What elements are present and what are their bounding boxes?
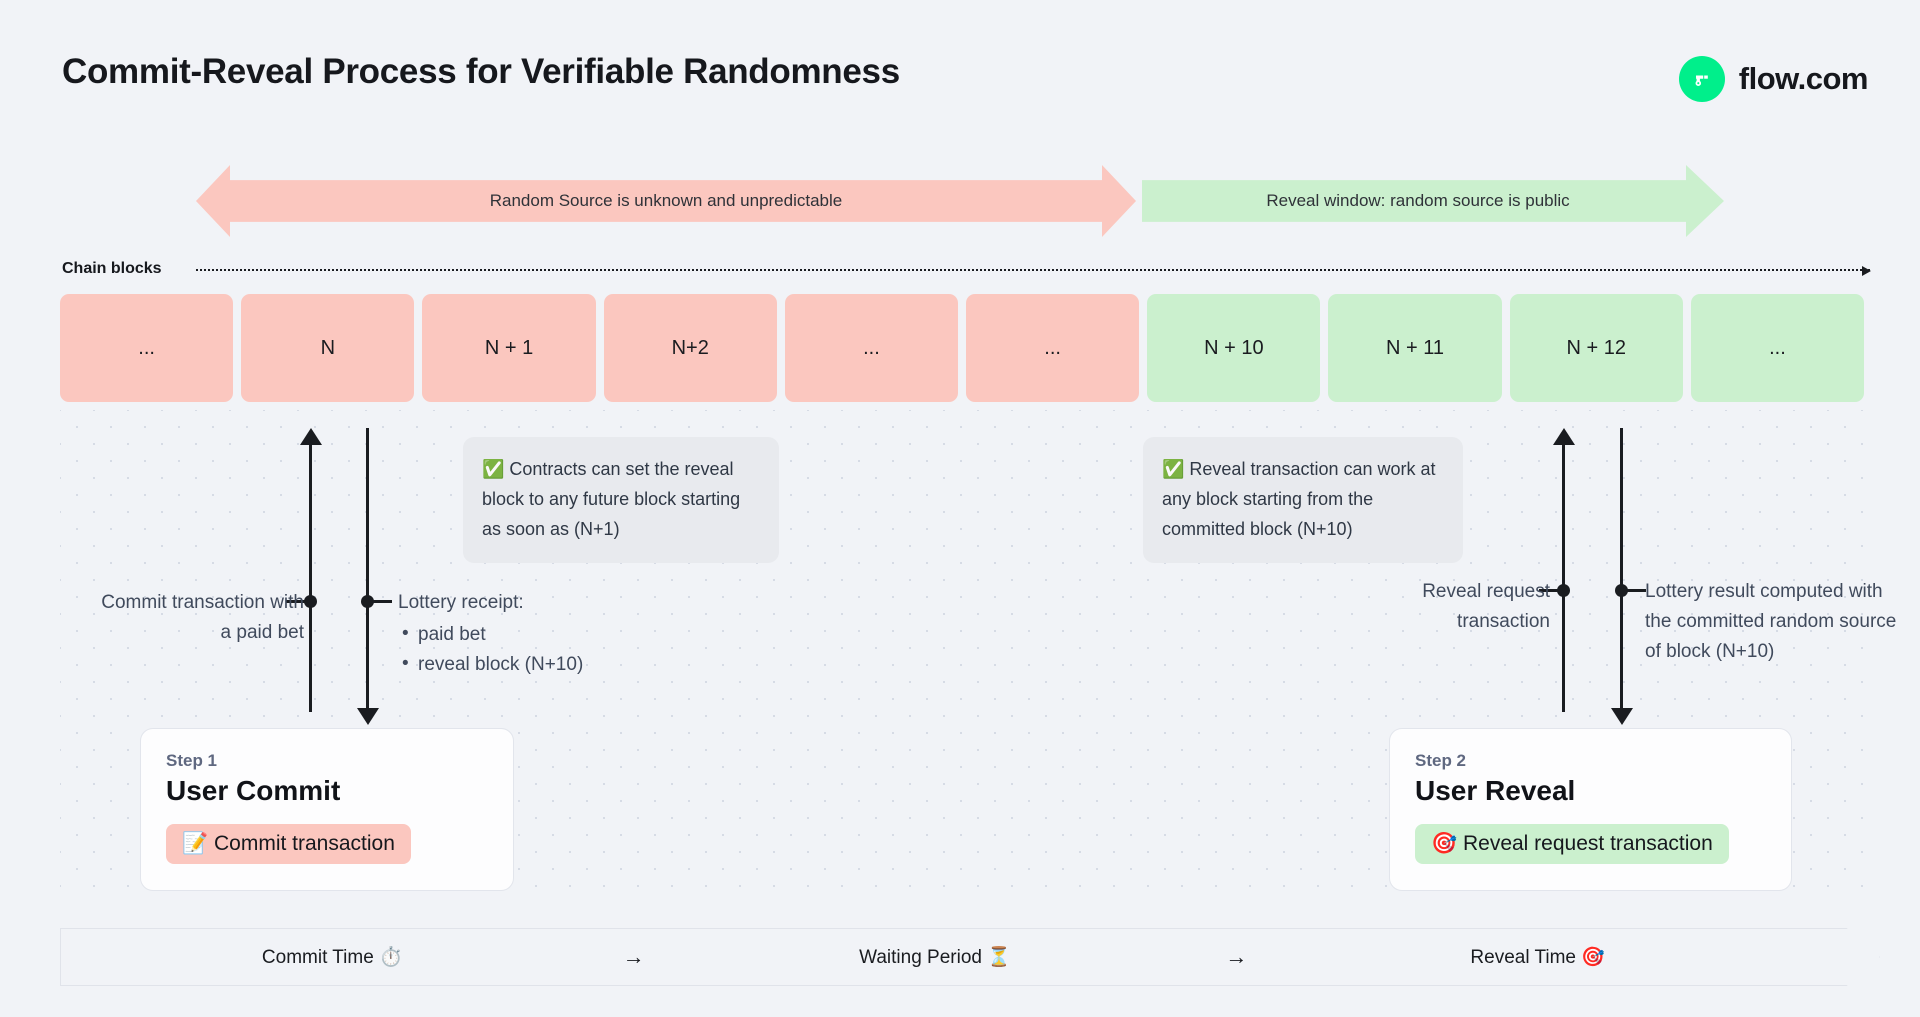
chain-blocks-label: Chain blocks [62, 260, 162, 277]
timeline-phase-strip: Commit Time ⏱️ → Waiting Period ⏳ → Reve… [60, 928, 1880, 986]
commit-transaction-chip[interactable]: 📝 Commit transaction [166, 824, 411, 864]
commit-connector-dot [304, 595, 317, 608]
step-card-user-reveal: Step 2 User Reveal 🎯 Reveal request tran… [1389, 728, 1792, 891]
lottery-result-arrow-head-icon [1611, 708, 1633, 725]
annotation-commit-transaction: Commit transaction with a paid bet [101, 592, 304, 643]
phase-banner-unknown: Random Source is unknown and unpredictab… [196, 165, 1136, 237]
reveal-request-arrow-head-icon [1553, 428, 1575, 445]
receipt-connector-stub [366, 600, 392, 603]
annotation-lottery-receipt: Lottery receipt: paid bet reveal block (… [398, 588, 728, 680]
chain-axis-arrow [196, 266, 1871, 276]
commit-arrow-line [309, 444, 312, 712]
chain-block[interactable]: N + 1 [422, 294, 596, 402]
step-eyebrow: Step 2 [1415, 751, 1467, 770]
chain-block[interactable]: ... [784, 294, 959, 402]
reveal-request-connector-dot [1557, 584, 1570, 597]
flow-logo-icon [1678, 56, 1725, 102]
commit-connector-stub [286, 600, 312, 603]
callout-reveal-window: ✅ Reveal transaction can work at any blo… [1143, 437, 1463, 563]
lottery-receipt-list: paid bet reveal block (N+10) [398, 619, 728, 680]
lottery-receipt-title: Lottery receipt: [398, 592, 524, 613]
list-item: reveal block (N+10) [398, 649, 728, 680]
annotation-lottery-result: Lottery result computed with the committ… [1645, 581, 1897, 662]
chain-blocks-row: ... N N + 1 N+2 ... ... N + 10 N + 11 N … [60, 294, 1865, 402]
page-title: Commit-Reveal Process for Verifiable Ran… [62, 52, 900, 91]
chain-block[interactable]: ... [60, 294, 234, 402]
lottery-result-connector-stub [1620, 589, 1646, 592]
chain-block[interactable]: N+2 [603, 294, 777, 402]
commit-arrow-head-icon [300, 428, 322, 445]
chain-block[interactable]: N + 11 [1328, 294, 1502, 402]
timeline-arrow-icon: → [622, 944, 645, 969]
step-title: User Commit [166, 775, 341, 806]
lottery-result-arrow-line [1620, 428, 1623, 712]
timeline-segment-waiting: Waiting Period ⏳ [859, 947, 1011, 968]
timeline-segment-reveal: Reveal Time 🎯 [1470, 947, 1605, 968]
list-item: paid bet [398, 619, 728, 650]
chain-block[interactable]: ... [966, 294, 1140, 402]
reveal-request-transaction-chip[interactable]: 🎯 Reveal request transaction [1415, 824, 1729, 864]
phase-reveal-label: Reveal window: random source is public [1266, 191, 1570, 210]
phase-unknown-label: Random Source is unknown and unpredictab… [489, 191, 843, 210]
receipt-connector-dot [361, 595, 374, 608]
chain-block[interactable]: ... [1690, 294, 1865, 402]
chain-block[interactable]: N + 10 [1147, 294, 1321, 402]
brand-name: flow.com [1738, 61, 1869, 96]
timeline-segment-commit: Commit Time ⏱️ [261, 947, 403, 968]
reveal-request-connector-stub [1539, 589, 1565, 592]
phase-banner-reveal: Reveal window: random source is public [1142, 165, 1724, 237]
brand-logo: flow.com [1678, 56, 1869, 102]
timeline-arrow-icon: → [1225, 944, 1248, 969]
chain-block[interactable]: N [241, 294, 415, 402]
step-eyebrow: Step 1 [166, 751, 218, 770]
callout-commit-window: ✅ Contracts can set the reveal block to … [463, 437, 779, 563]
step-card-user-commit: Step 1 User Commit 📝 Commit transaction [140, 728, 514, 891]
step-title: User Reveal [1415, 775, 1576, 806]
lottery-result-connector-dot [1615, 584, 1628, 597]
reveal-request-arrow-line [1562, 444, 1565, 712]
annotation-reveal-request: Reveal request transaction [1422, 581, 1550, 632]
chain-block[interactable]: N + 12 [1509, 294, 1683, 402]
receipt-arrow-line [366, 428, 369, 712]
receipt-arrow-head-icon [357, 708, 379, 725]
